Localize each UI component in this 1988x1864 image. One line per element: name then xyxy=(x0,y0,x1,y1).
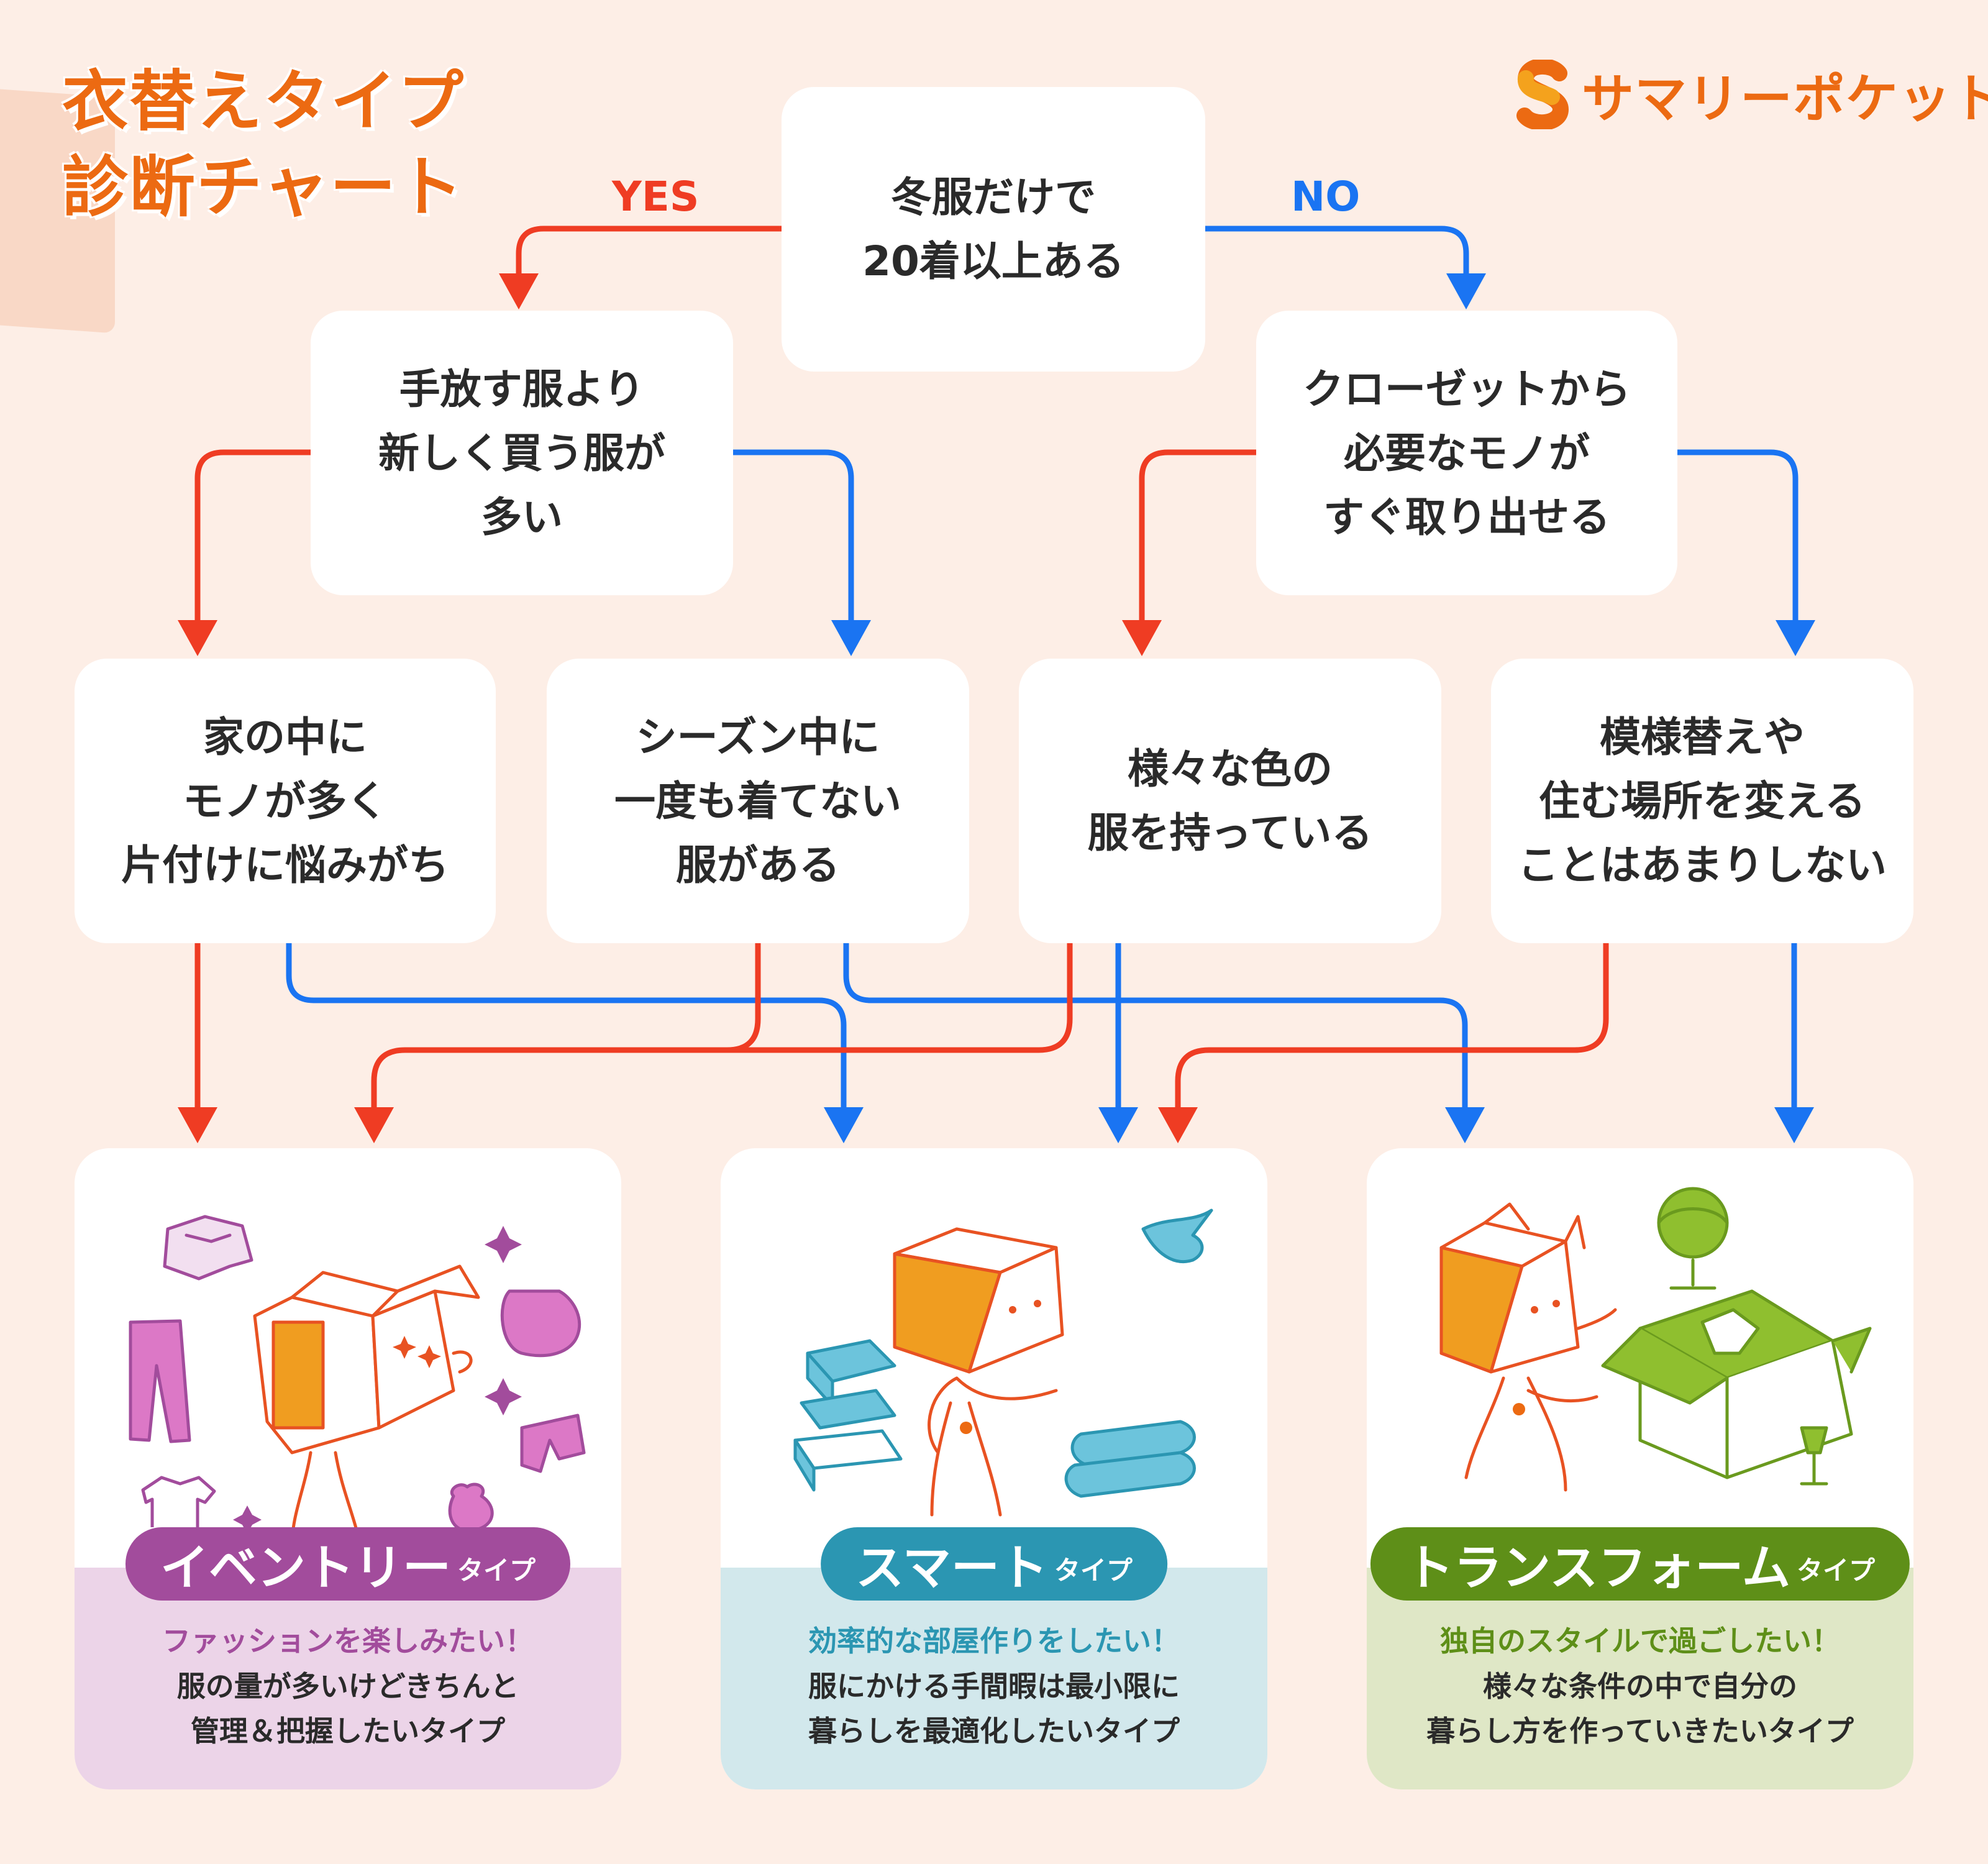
result-desc-inventory: 服の量が多いけどきちんと 管理＆把握したいタイプ xyxy=(75,1664,621,1753)
result-desc-smart: 服にかける手間暇は最小限に 暮らしを最適化したいタイプ xyxy=(721,1664,1267,1753)
result-suffix-inventory: タイプ xyxy=(457,1555,536,1586)
result-pill-inventory: イベントリー タイプ xyxy=(125,1527,571,1601)
result-desc-smart-line1: 服にかける手間暇は最小限に xyxy=(808,1670,1180,1703)
question-text-5: シーズン中に 一度も着てない 服がある xyxy=(614,713,901,889)
box-character-clothes-icon xyxy=(129,1215,586,1527)
result-band-smart xyxy=(721,1568,1267,1789)
result-name-transform: トランスフォーム xyxy=(1405,1540,1791,1596)
result-desc-transform-line1: 様々な条件の中で自分の xyxy=(1483,1670,1797,1703)
question-text-1: 冬服だけで 20着以上ある xyxy=(862,173,1124,285)
arrow-q2-no xyxy=(730,449,854,629)
result-card-smart: スマート タイプ 効率的な部屋作りをしたい！ 服にかける手間暇は最小限に 暮らし… xyxy=(721,1148,1267,1789)
result-desc-smart-line2: 暮らしを最適化したいタイプ xyxy=(808,1714,1180,1748)
result-card-inventory: イベントリー タイプ ファッションを楽しみたい！ 服の量が多いけどきちんと 管理… xyxy=(75,1148,621,1789)
result-pill-transform: トランスフォーム タイプ xyxy=(1370,1527,1910,1601)
result-desc-transform: 様々な条件の中で自分の 暮らし方を作っていきたいタイプ xyxy=(1367,1664,1913,1753)
question-box-2: 手放す服より 新しく買う服が 多い xyxy=(311,311,733,595)
arrow-q3-no xyxy=(1674,449,1799,629)
yes-label: YES xyxy=(612,173,700,221)
box-character-books-icon xyxy=(793,1208,1213,1517)
question-box-1: 冬服だけで 20着以上ある xyxy=(782,87,1205,372)
title-line-2: 診断チャート xyxy=(62,149,464,226)
question-box-6: 様々な色の 服を持っている xyxy=(1019,659,1441,943)
result-desc-inventory-line2: 管理＆把握したいタイプ xyxy=(191,1714,505,1748)
question-box-4: 家の中に モノが多く 片付けに悩みがち xyxy=(75,659,496,943)
result-card-transform: トランスフォーム タイプ 独自のスタイルで過ごしたい！ 様々な条件の中で自分の … xyxy=(1367,1148,1913,1789)
result-name-smart: スマート xyxy=(855,1540,1048,1596)
question-box-5: シーズン中に 一度も着てない 服がある xyxy=(547,659,969,943)
brand-s-icon xyxy=(1516,60,1569,129)
result-lead-smart: 効率的な部屋作りをしたい！ xyxy=(808,1624,1180,1658)
arrow-q6-yes xyxy=(402,940,1073,1053)
question-box-3: クローゼットから 必要なモノが すぐ取り出せる xyxy=(1256,311,1677,595)
arrow-q5-yes xyxy=(371,940,761,1115)
arrow-q3-yes xyxy=(1139,449,1259,629)
arrow-q5-no xyxy=(843,940,1468,1115)
no-label: NO xyxy=(1291,173,1361,221)
question-text-7: 模様替えや 住む場所を変える ことはあまりしない xyxy=(1518,713,1887,889)
question-text-6: 様々な色の 服を持っている xyxy=(1087,745,1373,857)
result-suffix-smart: タイプ xyxy=(1054,1555,1133,1586)
question-text-3: クローゼットから 必要なモノが すぐ取り出せる xyxy=(1303,365,1631,541)
result-lead-transform: 独自のスタイルで過ごしたい！ xyxy=(1440,1624,1840,1658)
arrow-q7-yes xyxy=(1175,940,1609,1115)
result-desc-transform-line2: 暮らし方を作っていきたいタイプ xyxy=(1426,1714,1854,1748)
result-lead-inventory: ファッションを楽しみたい！ xyxy=(162,1624,534,1658)
result-suffix-transform: タイプ xyxy=(1797,1555,1876,1586)
title-line-1: 衣替えタイプ xyxy=(62,63,465,140)
arrow-q4-no xyxy=(286,940,847,1115)
question-box-7: 模様替えや 住む場所を変える ことはあまりしない xyxy=(1491,659,1913,943)
result-band-inventory xyxy=(75,1568,621,1789)
result-name-inventory: イベントリー xyxy=(160,1540,451,1596)
question-text-2: 手放す服より 新しく買う服が 多い xyxy=(378,365,665,541)
arrow-q1-no xyxy=(1202,226,1469,283)
result-pill-smart: スマート タイプ xyxy=(821,1527,1167,1601)
box-character-moving-icon xyxy=(1439,1187,1872,1492)
question-text-4: 家の中に モノが多く 片付けに悩みがち xyxy=(121,713,449,889)
arrow-q1-yes xyxy=(516,226,785,283)
arrow-q2-yes xyxy=(194,449,314,629)
brand-logo: サマリーポケット xyxy=(1516,57,1988,132)
result-band-transform xyxy=(1367,1568,1913,1789)
brand-name: サマリーポケット xyxy=(1582,68,1988,129)
result-desc-inventory-line1: 服の量が多いけどきちんと xyxy=(176,1670,519,1703)
page-title: 衣替えタイプ 診断チャート xyxy=(62,59,465,231)
